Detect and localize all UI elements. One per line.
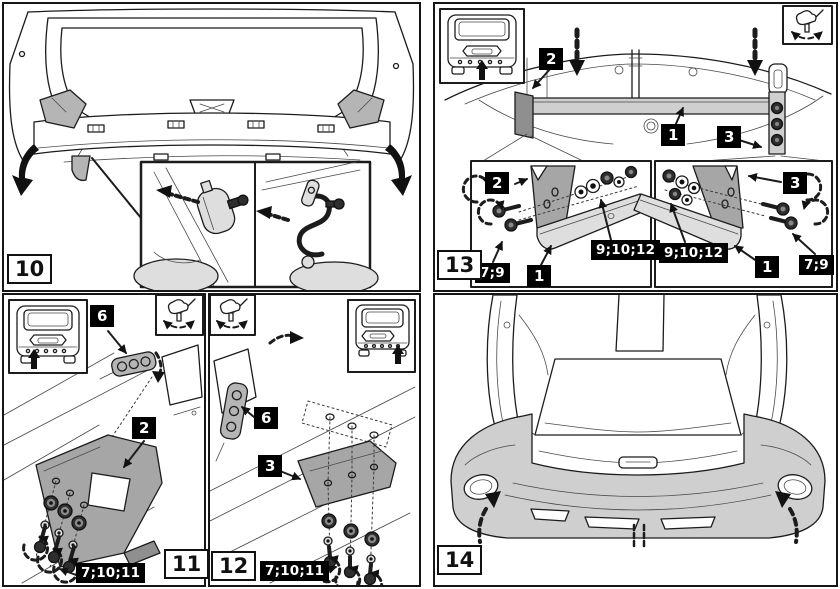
s-hook-hanger-detail (256, 161, 379, 290)
callout-bracket: 2 (132, 417, 157, 439)
washers-and-nuts (662, 169, 701, 206)
clip-removal-icon-inset (155, 295, 204, 336)
callout-detail-bracket-right: 3 (783, 172, 808, 194)
step-badge-13: 13 (437, 250, 483, 281)
trunk-interior (486, 295, 788, 436)
panel-step-12: 6 3 7;10;11 12 (208, 293, 421, 587)
side-bracket (35, 434, 163, 568)
panel11-illustration (4, 295, 204, 584)
car-rear-body (8, 8, 415, 163)
step-badge-10: 10 (7, 254, 53, 285)
callout-hardware: 7;10;11 (76, 563, 146, 584)
remove-arrow-right (385, 144, 412, 196)
clip-removal-icon-inset (210, 295, 256, 336)
step-badge-14: 14 (437, 545, 483, 576)
rear-bumper (450, 413, 826, 539)
callout-detail-bracket-left: 2 (485, 172, 510, 194)
callout-bracket: 3 (258, 455, 283, 477)
callout-detail-crossbar-left: 1 (527, 265, 552, 287)
panel10-illustration (8, 8, 415, 290)
location-arrow-icon (392, 345, 404, 354)
rubber-hanger-detail (133, 167, 249, 290)
callout-detail-crossbar-right: 1 (755, 256, 780, 278)
panel12-illustration (210, 295, 416, 585)
callout-detail-hardware-right: 9;10;12 (659, 243, 729, 264)
callout-detail-bolts-left: 7;9 (475, 263, 510, 284)
location-arrow-icon (28, 349, 40, 358)
refit-arrow-left (477, 491, 501, 544)
callout-left-bracket: 2 (539, 48, 564, 70)
side-bracket (297, 440, 397, 508)
car-rear-inset (439, 8, 525, 84)
panel14-illustration (450, 295, 826, 551)
callout-detail-hardware-left: 9;10;12 (591, 240, 661, 261)
car-rear-inset (347, 299, 416, 373)
callout-crossbar: 1 (661, 124, 686, 146)
tow-hook (71, 155, 91, 182)
mounting-plate (99, 351, 157, 380)
callout-plate: 6 (90, 305, 115, 327)
car-rear-inset (8, 299, 88, 374)
step-badge-11: 11 (164, 549, 210, 580)
location-arrow-icon (476, 60, 488, 69)
callout-hardware: 7;10;11 (260, 561, 330, 582)
fastener-hardware (314, 513, 384, 585)
panel-step-14: 14 (433, 293, 838, 587)
inset-leader-line (91, 157, 142, 219)
mud-flap (161, 344, 203, 406)
callout-detail-bolts-right: 7;9 (799, 255, 834, 276)
panel-step-10: 10 (2, 2, 421, 292)
step-badge-12: 12 (211, 551, 257, 582)
callout-right-bracket: 3 (717, 126, 742, 148)
refit-arrow-right (775, 491, 799, 544)
fastener-hardware (22, 495, 87, 584)
bumper-beam (33, 89, 391, 182)
washers-and-nuts (574, 165, 638, 199)
remove-arrow-left (12, 144, 39, 196)
crossbar-assembly (514, 49, 786, 155)
panel-step-11: 6 2 7;10;11 11 (2, 293, 210, 587)
detail-inset-box (133, 160, 379, 290)
clip-removal-icon-inset (782, 5, 833, 45)
callout-plate: 6 (254, 407, 279, 429)
hitch-studs (632, 523, 646, 551)
panel-step-13: 2 1 3 2 7;9 9;10;12 1 3 9;10;12 1 7;9 13 (433, 2, 838, 292)
